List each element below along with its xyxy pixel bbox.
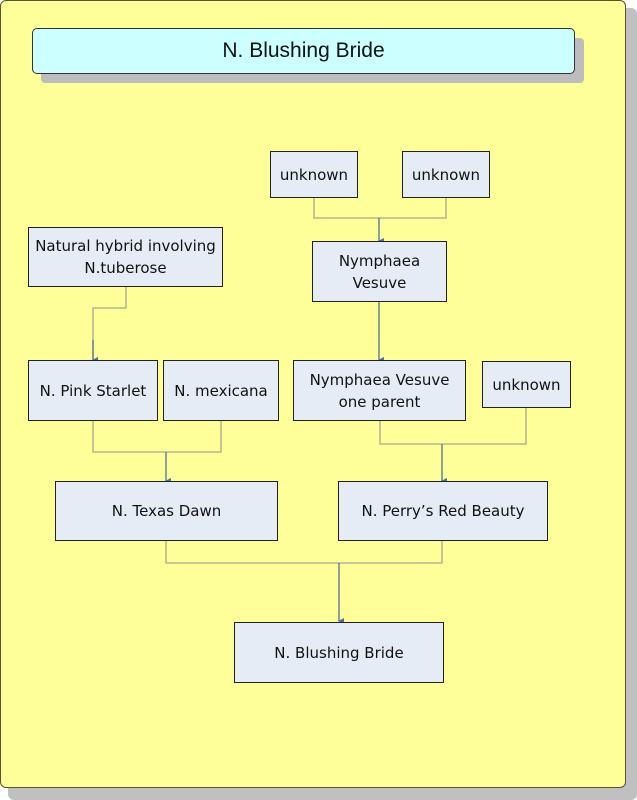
diagram-title: N. Blushing Bride — [32, 28, 575, 74]
node-perrys-red-beauty: N. Perry’s Red Beauty — [338, 481, 548, 541]
connector-onparent-unknown — [379, 408, 527, 445]
node-unknown-c: unknown — [482, 361, 571, 408]
node-nymphaea-vesuve: Nymphaea Vesuve — [312, 241, 447, 302]
node-vesuve-one-parent: Nymphaea Vesuve one parent — [293, 360, 466, 421]
connector-texas-perry — [165, 541, 443, 564]
node-natural-hybrid: Natural hybrid involving N.tuberose — [28, 227, 223, 287]
node-mexicana: N. mexicana — [163, 360, 279, 421]
node-pink-starlet: N. Pink Starlet — [28, 360, 158, 421]
node-texas-dawn: N. Texas Dawn — [55, 481, 278, 541]
connector-unknowns-to-vesuve — [313, 198, 447, 219]
connector-starlet-mexicana — [92, 421, 222, 453]
node-blushing-bride: N. Blushing Bride — [234, 622, 444, 683]
connector-hybrid-to-starlet — [92, 287, 127, 360]
node-unknown-a: unknown — [270, 151, 358, 198]
node-unknown-b: unknown — [402, 151, 490, 198]
